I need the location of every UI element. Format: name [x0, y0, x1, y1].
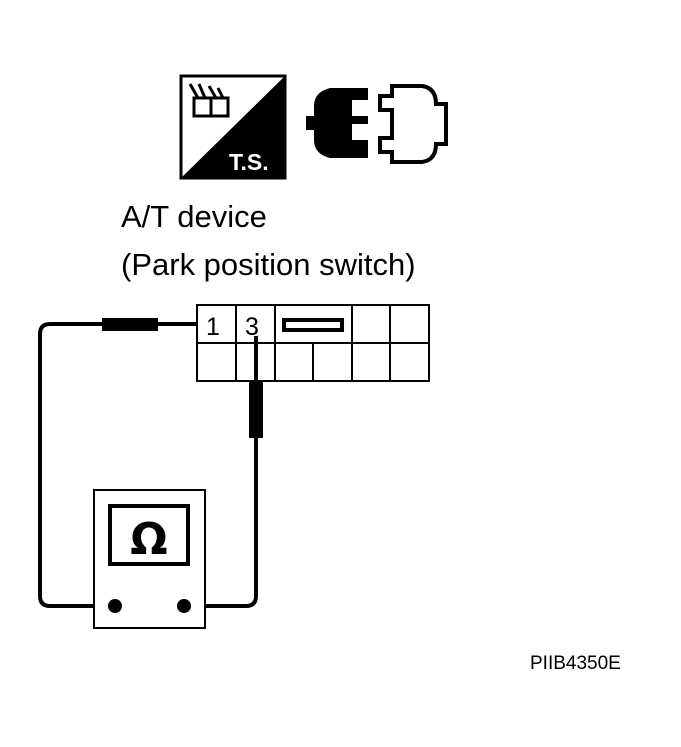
device-name: A/T device [121, 199, 267, 234]
figure-reference: PIIB4350E [530, 653, 621, 674]
meter-terminal-left [108, 599, 122, 613]
probe-wire-pin-1 [38, 322, 197, 608]
connector-face [196, 304, 430, 382]
ohm-symbol: Ω [130, 514, 167, 565]
meter-terminal-right [177, 599, 191, 613]
probe-wire-pin-3 [186, 336, 258, 608]
probe-tip-pin-3 [249, 380, 263, 438]
connector-latch-slot [286, 322, 340, 328]
pin-label-1: 1 [206, 313, 220, 341]
ts-label: T.S. [229, 149, 269, 175]
pin-label-3: 3 [245, 313, 259, 341]
connector-disconnected-icon [306, 84, 448, 164]
connector-sketch-icon [188, 83, 230, 118]
ohmmeter-icon: Ω [93, 489, 206, 629]
device-subname: (Park position switch) [121, 247, 416, 282]
probe-tip-pin-1 [102, 318, 158, 331]
tech-service-icon: T.S. [179, 74, 287, 180]
